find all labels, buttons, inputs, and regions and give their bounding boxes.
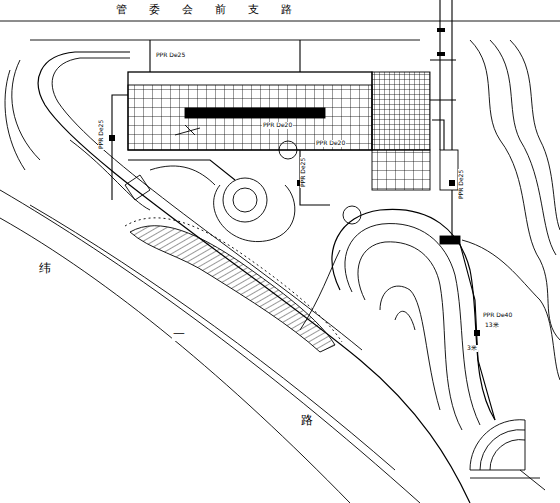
- contour: [462, 240, 560, 380]
- contour: [12, 60, 40, 160]
- pipe-node: [109, 28, 480, 336]
- paved-steps: [372, 150, 430, 190]
- road-edge: [0, 21, 560, 22]
- path: [470, 470, 545, 490]
- plaza-edge: [214, 185, 295, 242]
- road-name: 纬: [38, 262, 52, 275]
- roof-grid: [128, 85, 372, 150]
- pond-edge: [358, 242, 462, 430]
- pipe-label: PPR De25: [98, 119, 105, 150]
- site-boundary: [38, 52, 470, 503]
- promenade: [332, 209, 495, 420]
- pipe-label: 13米: [484, 322, 500, 329]
- pavilion: [125, 175, 150, 200]
- road-edge: [0, 190, 420, 503]
- pipe-label: PPR De20: [262, 122, 293, 129]
- contour: [470, 40, 560, 340]
- pavilion: [279, 141, 297, 159]
- pipe-label: PPR De20: [315, 140, 346, 147]
- shrub-edge: [125, 218, 342, 342]
- road-name: 管委会前支路: [115, 4, 315, 16]
- contour: [490, 40, 556, 255]
- fan-plaza: [470, 420, 525, 470]
- contour: [510, 40, 560, 230]
- pond-contour: [395, 311, 415, 330]
- road-edge: [30, 40, 420, 41]
- planting-band: [130, 226, 335, 352]
- path: [300, 250, 340, 330]
- promenade: [345, 224, 480, 425]
- pavilion: [343, 206, 361, 224]
- stairs: [440, 150, 458, 190]
- roof-ridge: [185, 108, 325, 118]
- contour: [5, 70, 25, 170]
- fountain: [233, 188, 257, 212]
- road-edge: [30, 205, 395, 470]
- path: [150, 166, 215, 185]
- water-pipe: [112, 0, 495, 420]
- fan-plaza: [480, 430, 525, 470]
- pipe-label: PPR De25: [155, 52, 186, 59]
- road-edge: [0, 218, 350, 503]
- building: [128, 72, 372, 150]
- pond-contour: [380, 286, 440, 410]
- paved-square: [372, 72, 430, 150]
- pipe-label: PPR De25: [300, 157, 307, 188]
- pipe-label: 3米: [466, 345, 478, 352]
- pipe-label: PPR De25: [458, 169, 465, 200]
- road-name: 一: [172, 328, 186, 341]
- fountain-plaza: [223, 178, 267, 222]
- pipe-label: PPR De40: [482, 312, 513, 319]
- tree: [175, 125, 200, 135]
- road-name: 路: [300, 414, 314, 427]
